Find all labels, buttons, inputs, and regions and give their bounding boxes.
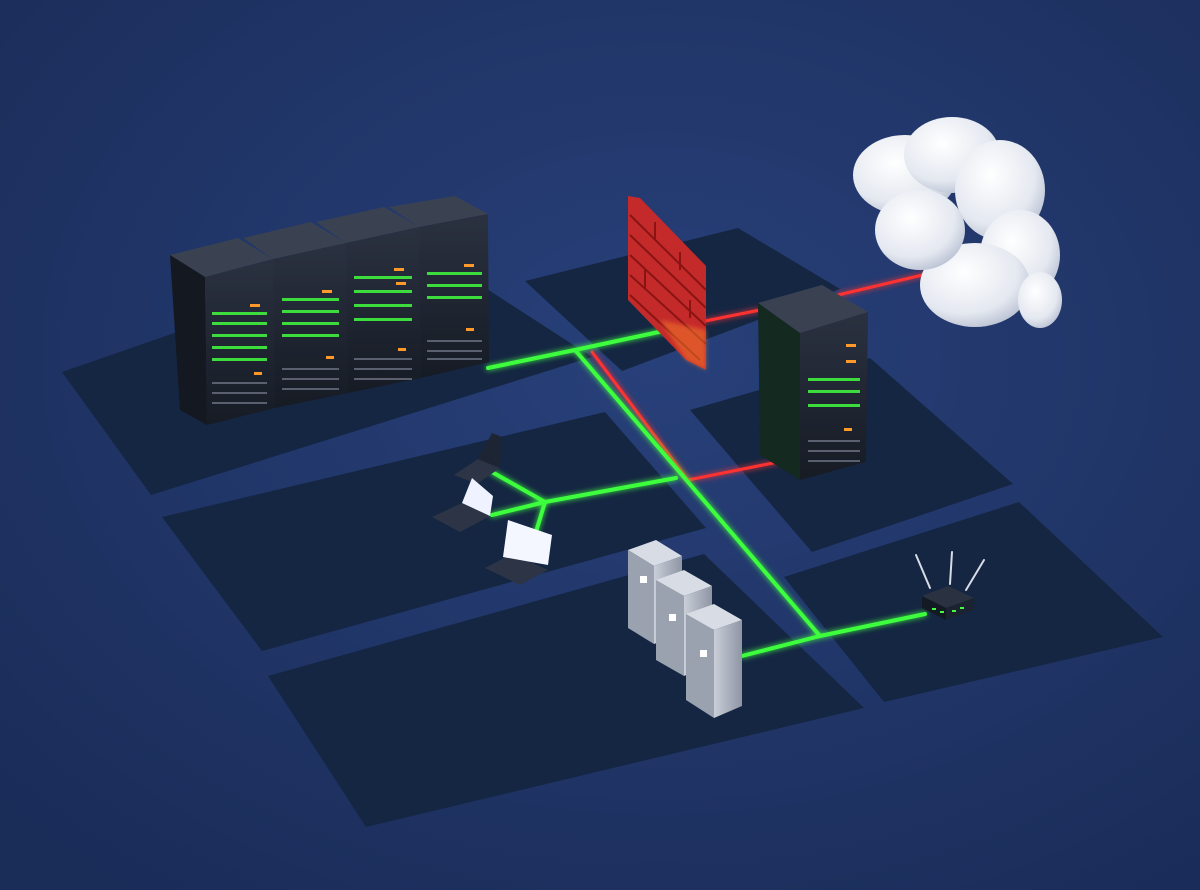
link-red-server: [686, 460, 780, 482]
link-firewall-server: [698, 308, 762, 324]
link-printers: [740, 634, 822, 658]
printers: [628, 540, 742, 718]
link-laptop-1: [490, 470, 547, 504]
link-trunk: [573, 348, 822, 638]
link-racks: [486, 348, 577, 370]
link-laptop-hub: [543, 476, 678, 504]
link-to-firewall: [573, 328, 670, 352]
router: [915, 551, 985, 620]
firewall: [628, 196, 707, 370]
server-rack: [316, 207, 421, 393]
link-to-cloud: [836, 270, 937, 297]
cloud: [853, 117, 1062, 328]
printer-icon: [686, 604, 742, 718]
server-rack-row: [170, 196, 489, 425]
standalone-server: [758, 285, 868, 480]
laptop-icon: [485, 520, 552, 585]
panel-laptops: [162, 412, 706, 651]
link-router: [818, 612, 927, 638]
link-laptop-2: [490, 500, 547, 517]
server-rack: [170, 238, 275, 425]
server-rack: [243, 222, 348, 408]
link-red-trunk: [590, 350, 690, 482]
laptop-icon: [432, 478, 493, 532]
cloud-icon: [853, 117, 1062, 328]
network-links: [486, 270, 937, 658]
laptops: [432, 433, 552, 585]
server-rack: [389, 196, 489, 378]
wifi-router-icon: [915, 551, 985, 620]
laptop-icon: [454, 433, 502, 484]
